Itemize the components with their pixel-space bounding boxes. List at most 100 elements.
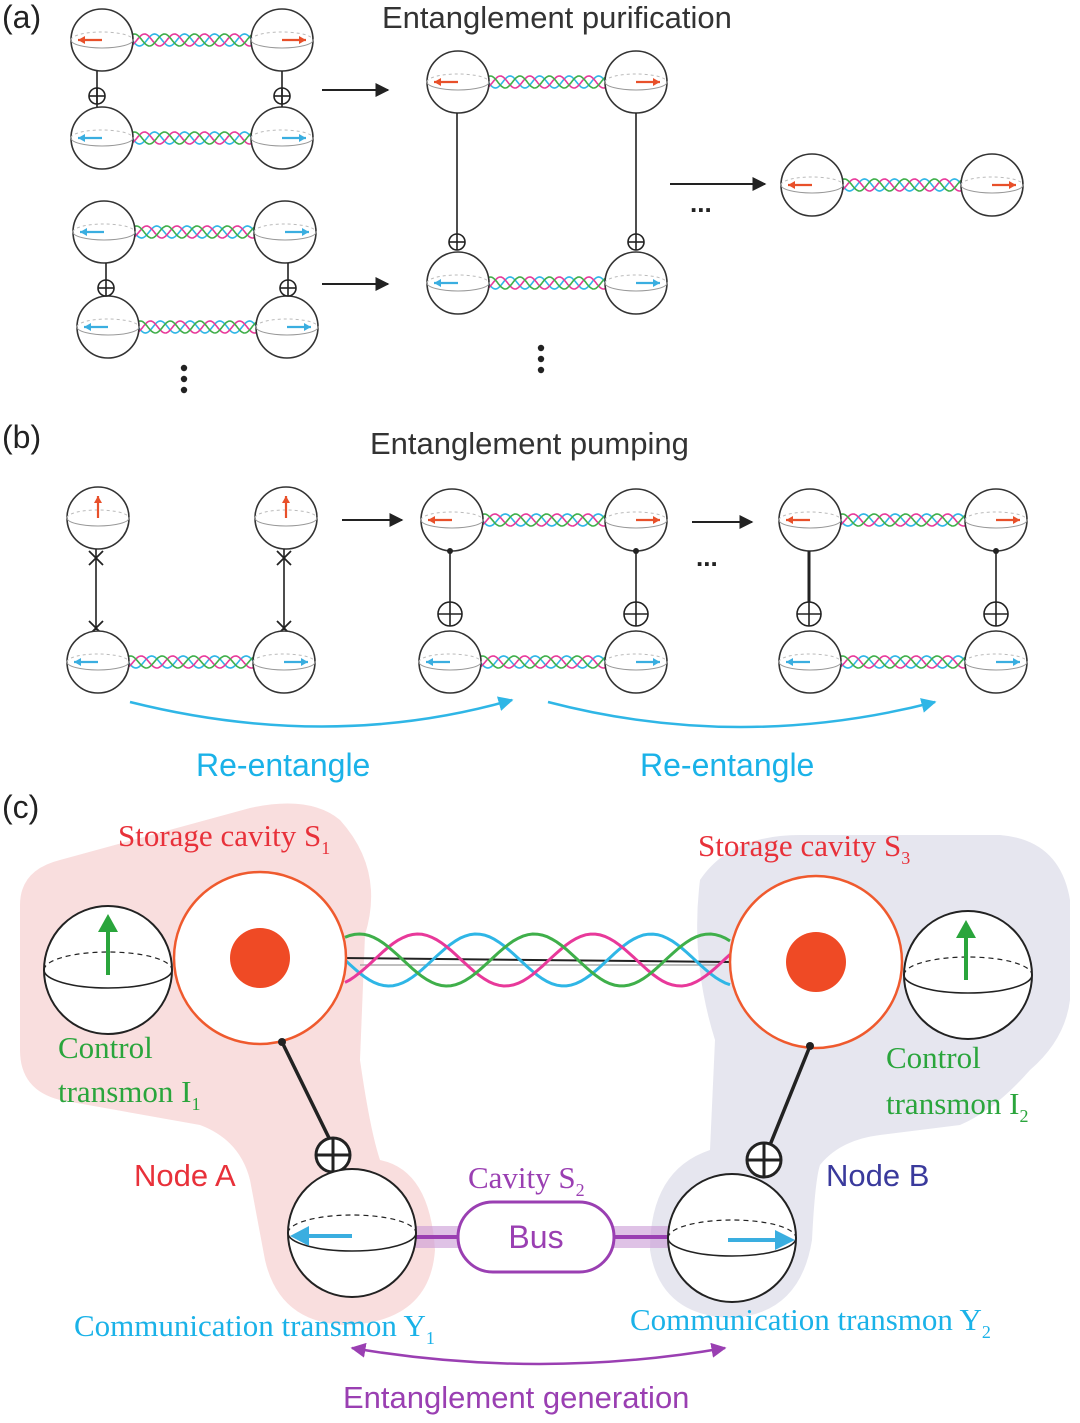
pair-a3-top — [426, 50, 668, 114]
pair-b2-bottom-right-qubit — [604, 630, 668, 694]
control-i1-label-line1: Control — [58, 1030, 153, 1065]
node-b-label: Node B — [826, 1158, 929, 1193]
ellipsis-a-middle — [537, 344, 545, 374]
cnot-a2-right — [279, 279, 297, 297]
bus-cavity-s2: Bus — [456, 1200, 616, 1274]
cnot-b2-left — [437, 548, 463, 627]
panel-b-ellipsis: ... — [696, 542, 718, 572]
pair-b1-bottom — [66, 630, 316, 694]
pair-a-final-right-qubit — [960, 153, 1024, 217]
cnot-b2-right-target — [623, 601, 649, 627]
pair-a1-bottom — [70, 106, 314, 170]
pair-a3-bottom-right-qubit — [604, 251, 668, 315]
communication-transmon-y2 — [667, 1173, 797, 1303]
entanglement-generation-label: Entanglement generation — [343, 1380, 689, 1415]
panel-c-label: (c) — [2, 789, 39, 825]
pair-b3-top — [778, 488, 1028, 552]
storage-cavity-s1 — [172, 870, 348, 1046]
reentangle-label-2: Re-entangle — [640, 747, 814, 783]
panel-a-content — [70, 8, 1024, 394]
pair-a2-bottom-left-qubit — [76, 295, 140, 359]
cnot-a3-right — [627, 233, 645, 251]
pair-b2-top-wave — [481, 513, 607, 527]
reentangle-label-1: Re-entangle — [196, 747, 370, 783]
storage-cavity-s3 — [728, 874, 904, 1050]
pair-b2-top-right-qubit — [604, 488, 668, 552]
panel-a-label: (a) — [2, 0, 41, 35]
pair-b2-bottom — [418, 630, 668, 694]
pair-a1-bottom-wave — [131, 131, 253, 145]
pair-b3-bottom-wave — [839, 655, 967, 669]
bus-coupling — [405, 1226, 678, 1248]
panel-c: (c) — [2, 789, 1070, 1415]
cnot-b3-right — [983, 548, 1009, 627]
pair-b3-bottom-left-qubit — [778, 630, 842, 694]
cnot-a3-left — [448, 233, 466, 251]
pair-b3-bottom — [778, 630, 1028, 694]
control-i1-label-line2: transmon I1 — [58, 1074, 200, 1114]
pair-b1-bottom-wave — [127, 655, 255, 669]
panel-a-ellipsis: ... — [690, 188, 712, 218]
cnot-b2-right — [623, 548, 649, 627]
pair-a3-top-wave — [487, 75, 607, 89]
panel-b: (b) Entanglement pumping ... Re-entangle… — [2, 419, 1028, 783]
pair-b2-bottom-left-qubit — [418, 630, 482, 694]
cnot-a2-left — [97, 279, 115, 297]
reentangle-arrow-1 — [129, 696, 514, 728]
pair-a-final-left-qubit — [780, 153, 844, 217]
pair-a2-top-wave — [133, 225, 256, 239]
pair-a1-top-left-qubit — [70, 8, 134, 72]
panel-a: (a) Entanglement purification ... — [2, 0, 1024, 394]
entanglement-wave-c — [339, 932, 732, 988]
pair-a1-top-wave — [131, 33, 253, 47]
pair-b2-top-left-qubit — [420, 488, 484, 552]
entanglement-generation-arrow — [350, 1342, 727, 1366]
cavity-s2-label: Cavity S2 — [468, 1160, 585, 1200]
pair-b3-top-wave — [839, 513, 967, 527]
comm-y2-label: Communication transmon Y2 — [630, 1302, 991, 1342]
panel-b-content — [66, 486, 1028, 694]
bus-label: Bus — [508, 1219, 563, 1255]
qubit-b1-top-left — [66, 486, 130, 550]
storage-s1-label: Storage cavity S1 — [118, 818, 330, 858]
pair-a-final-wave — [841, 178, 963, 192]
storage-entanglement-wave — [343, 932, 732, 988]
pair-a1-bottom-left-qubit — [70, 106, 134, 170]
control-transmon-i1 — [43, 905, 173, 1035]
pair-a1-bottom-right-qubit — [250, 106, 314, 170]
storage-s3-label: Storage cavity S3 — [698, 828, 910, 868]
pair-a2-top-left-qubit — [72, 200, 136, 264]
panel-b-title: Entanglement pumping — [370, 426, 689, 461]
panel-b-label: (b) — [2, 419, 41, 455]
pair-a3-bottom-left-qubit — [426, 251, 490, 315]
pair-a2-bottom-wave — [137, 320, 258, 334]
pair-b3-top-left-qubit — [778, 488, 842, 552]
qubit-b1-top-right — [254, 486, 318, 550]
control-i2-label-line2: transmon I2 — [886, 1086, 1028, 1126]
panel-a-title: Entanglement purification — [382, 0, 732, 35]
pair-a2-bottom-right-qubit — [255, 295, 319, 359]
comm-y1-label: Communication transmon Y1 — [74, 1308, 435, 1348]
control-transmon-i2 — [903, 910, 1033, 1040]
cnot-b2-left-target — [437, 601, 463, 627]
pair-b1-bottom-right-qubit — [252, 630, 316, 694]
control-i2-label-line1: Control — [886, 1040, 981, 1075]
pair-a2-bottom — [76, 295, 319, 359]
cnot-b3-left — [796, 601, 822, 627]
pair-a2-top-right-qubit — [253, 200, 317, 264]
pair-a1-top — [70, 8, 314, 72]
pair-b3-top-right-qubit — [964, 488, 1028, 552]
ellipsis-a-left — [180, 364, 188, 394]
pair-a3-bottom — [426, 251, 668, 315]
reentangle-arrow-2 — [547, 698, 937, 729]
pair-b1-bottom-left-qubit — [66, 630, 130, 694]
pair-a1-top-right-qubit — [250, 8, 314, 72]
pair-a3-bottom-wave — [487, 276, 607, 290]
pair-a-final — [780, 153, 1024, 217]
communication-transmon-y1 — [287, 1168, 417, 1298]
pair-b3-bottom-right-qubit — [964, 630, 1028, 694]
cnot-b3-right-target — [983, 601, 1009, 627]
cnot-link-b — [745, 1042, 814, 1179]
pair-b2-top — [420, 488, 668, 552]
